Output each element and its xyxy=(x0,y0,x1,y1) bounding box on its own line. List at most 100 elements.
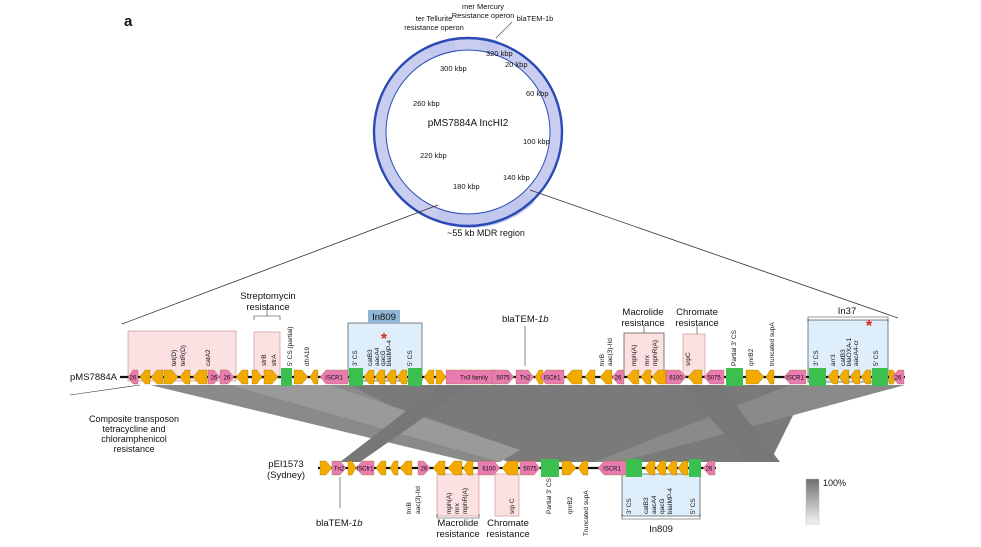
bottom-feature-7-label: 26 xyxy=(421,467,428,473)
bottom-feature-0 xyxy=(319,460,333,476)
top-feature-28 xyxy=(539,369,565,385)
top-feature-12 xyxy=(281,368,292,386)
bottom-feature-3 xyxy=(355,460,375,476)
blatem-plasmid-label: blaTEM-1b xyxy=(517,14,554,23)
bottom-gene-label-8: Truncated supA xyxy=(583,490,590,536)
top-feature-16 xyxy=(349,368,363,386)
top-feature-3 xyxy=(163,369,179,385)
bottom-feature-16 xyxy=(577,460,589,476)
streptomycin-label-1: Streptomycin xyxy=(240,291,295,302)
panel-label: a xyxy=(124,13,133,30)
top-feature-39 xyxy=(726,368,743,386)
top-feature-11 xyxy=(263,369,279,385)
top-feature-21 xyxy=(408,368,422,386)
composite-label-3: chloramphenicol xyxy=(101,434,167,444)
top-gene-label-15: mph(A) xyxy=(631,345,638,366)
bottom-gene-label-4: mphR(A) xyxy=(462,488,469,514)
track-bottom-name-2: (Sydney) xyxy=(267,470,305,481)
bottom-feature-17-label: ISCR1 xyxy=(603,467,621,473)
blatem-bottom-label: blaTEM-1b xyxy=(316,518,362,529)
top-feature-25 xyxy=(491,369,515,385)
composite-label-1: Composite transposon xyxy=(89,414,179,424)
bottom-gene-label-14: 5' CS xyxy=(690,498,697,514)
top-feature-20 xyxy=(396,369,408,385)
kbp-tick-20: 20 kbp xyxy=(505,60,528,69)
top-feature-26 xyxy=(515,369,535,385)
top-gene-label-13: tnrB xyxy=(599,354,606,366)
composite-label-2: tetracycline and xyxy=(102,424,165,434)
bottom-feature-9 xyxy=(447,460,463,476)
similarity-scale-bar xyxy=(805,478,820,525)
top-feature-26-label: Tn2 xyxy=(520,376,531,382)
top-gene-label-16: mrx xyxy=(644,354,651,366)
bottom-feature-22 xyxy=(677,460,689,476)
bottom-gene-label-13: blaIMP-4 xyxy=(667,488,674,514)
tellurite-operon-arc xyxy=(427,38,457,59)
top-gene-label-11: blaIMP-4 xyxy=(386,340,393,366)
bottom-macrolide-bracket xyxy=(436,514,480,519)
bottom-feature-14 xyxy=(541,459,559,477)
top-feature-2 xyxy=(150,369,164,385)
similarity-left-band xyxy=(150,385,500,462)
in37-bracket xyxy=(807,316,889,322)
top-feature-6-label: 26 xyxy=(211,376,218,382)
kbp-tick-100: 100 kbp xyxy=(523,137,550,146)
top-gene-label-4: strA xyxy=(271,354,278,366)
bottom-macrolide-box xyxy=(436,473,480,517)
top-gene-label-3: strB xyxy=(261,354,268,366)
top-feature-41 xyxy=(765,369,775,385)
track-bottom-name-1: pEI1573 xyxy=(268,459,303,470)
bottom-feature-5 xyxy=(389,460,399,476)
top-feature-15 xyxy=(319,369,349,385)
top-gene-label-27: 5' CS xyxy=(873,350,880,366)
bottom-feature-7 xyxy=(417,460,431,476)
bottom-feature-19 xyxy=(644,460,656,476)
chromate-label-1: Chromate xyxy=(676,307,718,318)
top-feature-14 xyxy=(309,369,319,385)
kbp-tick-180: 180 kbp xyxy=(453,182,480,191)
mdr-region-arc xyxy=(435,191,535,228)
track-top-name: pMS7884A xyxy=(70,372,118,383)
bottom-feature-2 xyxy=(347,460,357,476)
top-feature-43 xyxy=(809,368,826,386)
top-gene-label-14: aac(3)-IId xyxy=(607,338,614,366)
top-gene-label-8: catB3 xyxy=(367,349,374,366)
chromate-label-2: resistance xyxy=(675,318,718,329)
top-feature-25-label: 5075 xyxy=(496,376,510,382)
top-gene-label-10: qacG xyxy=(380,350,387,366)
blatem-top-label: blaTEM-1b xyxy=(502,314,548,325)
top-feature-6 xyxy=(207,369,221,385)
top-feature-29 xyxy=(565,369,583,385)
bottom-gene-label-11: aacA4 xyxy=(651,495,658,514)
bottom-in809-bracket xyxy=(621,514,701,520)
top-gene-label-25: blaOXA-1 xyxy=(846,337,853,366)
top-feature-37 xyxy=(687,369,703,385)
streptomycin-label-2: resistance xyxy=(246,302,289,313)
top-feature-47 xyxy=(860,369,872,385)
bottom-feature-6 xyxy=(399,460,413,476)
plasmid-ring xyxy=(374,38,562,226)
in809-label-bg xyxy=(368,310,400,323)
top-gene-label-22: 3' CS xyxy=(813,350,820,366)
top-feature-0 xyxy=(127,369,139,385)
top-gene-label-18: srpC xyxy=(685,352,692,366)
kbp-tick-60: 60 kbp xyxy=(526,89,549,98)
top-feature-38 xyxy=(703,369,725,385)
top-feature-19 xyxy=(385,369,397,385)
kbp-tick-300: 300 kbp xyxy=(440,64,467,73)
bottom-chromate-label-1: Chromate xyxy=(487,518,529,529)
top-gene-label-12: 5' CS xyxy=(407,350,414,366)
zoom-line-right xyxy=(529,189,899,319)
bottom-macrolide-label-2: resistance xyxy=(436,529,479,540)
top-feature-24-label: Tn3 family xyxy=(460,376,488,382)
top-feature-42 xyxy=(783,369,807,385)
top-gene-label-26: aacA4-cr xyxy=(853,339,860,366)
bottom-feature-4 xyxy=(375,460,387,476)
track-bottom: pEI1573 (Sydney) blaTEM-1b Macrolide res… xyxy=(267,459,716,540)
bottom-gene-label-2: mph(A) xyxy=(446,493,453,514)
asterisk-in37: * xyxy=(866,318,873,335)
bottom-feature-11-label: 6100 xyxy=(482,467,496,473)
